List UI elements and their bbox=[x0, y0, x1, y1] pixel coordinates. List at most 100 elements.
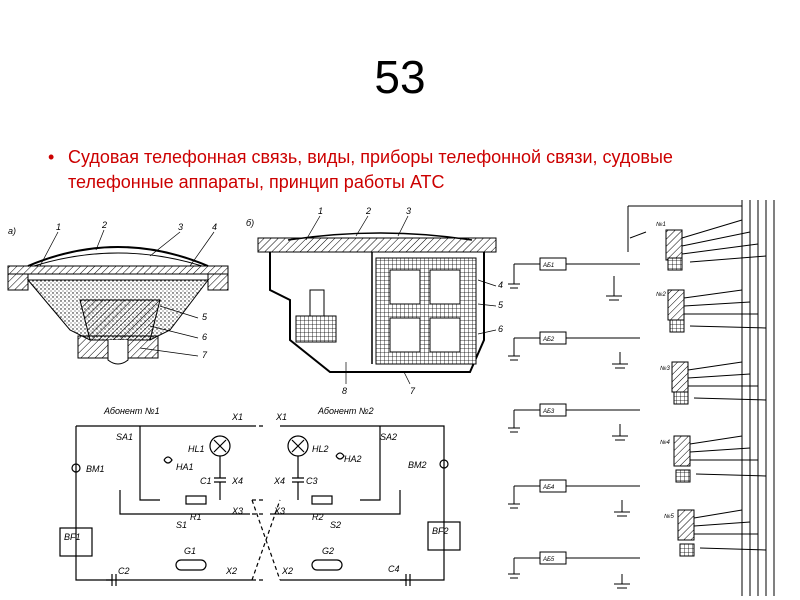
speaker-b-figure: б) 1 2 3 4 5 6 7 8 bbox=[246, 206, 504, 396]
exchange-row-2 bbox=[508, 289, 767, 369]
lbl-c4: C4 bbox=[388, 564, 400, 574]
row4-ab-box bbox=[539, 479, 567, 493]
speaker-b-capacitor bbox=[309, 289, 325, 317]
line-dashed-short bbox=[252, 425, 266, 581]
exchange-selector-label-1: №1 bbox=[656, 221, 666, 228]
speaker-b-callout-8: 8 bbox=[342, 386, 347, 396]
speaker-a-callout-7: 7 bbox=[202, 350, 208, 360]
lbl-x4-right: X4 bbox=[273, 476, 285, 486]
exchange-box-label-5: АБ5 bbox=[542, 557, 555, 563]
row1-wires bbox=[513, 263, 640, 284]
sub1-c2-capacitor bbox=[106, 574, 117, 586]
lbl-sa1: SA1 bbox=[116, 432, 133, 442]
exchange-box-label-2: АБ2 bbox=[542, 337, 555, 343]
row5-contacts bbox=[693, 509, 767, 551]
lbl-hl2: HL2 bbox=[312, 444, 329, 454]
speaker-b-callout-1: 1 bbox=[318, 206, 323, 216]
circuit-component-labels: SA1 BM1 BF1 HL1 HA1 C1 R1 S1 G1 C2 X1 X4… bbox=[64, 412, 449, 576]
lbl-x4-left: X4 bbox=[231, 476, 243, 486]
lbl-c1: C1 bbox=[200, 476, 212, 486]
speaker-a-callouts: 1 2 3 4 5 6 7 bbox=[39, 220, 217, 360]
row4-wires bbox=[513, 485, 640, 504]
exchange-diagram: АБ1 АБ2 АБ3 АБ4 АБ5 №1 №2 №3 №4 №5 bbox=[508, 200, 775, 596]
speaker-b-pole-3 bbox=[389, 317, 421, 353]
speaker-b-panel-label: б) bbox=[246, 218, 254, 228]
lbl-x3-right: X3 bbox=[273, 506, 285, 516]
lbl-bf2: BF2 bbox=[432, 526, 449, 536]
row3-ab-box bbox=[539, 403, 567, 417]
sub2-g2-generator bbox=[311, 559, 343, 571]
speaker-b-leader-2 bbox=[355, 215, 369, 237]
speaker-b-callout-7: 7 bbox=[410, 386, 416, 396]
speaker-a-callout-3: 3 bbox=[178, 222, 183, 232]
exchange-selector-label-5: №5 bbox=[664, 513, 674, 520]
speaker-a-leader-5 bbox=[159, 305, 199, 319]
speaker-b-top-flange bbox=[257, 237, 497, 253]
speaker-b-leader-7 bbox=[403, 371, 411, 385]
row2-ground bbox=[508, 355, 520, 361]
speaker-a-leader-7 bbox=[139, 347, 199, 357]
speaker-a-frame bbox=[7, 265, 229, 275]
speaker-b-leader-5 bbox=[477, 303, 497, 307]
sub2-r2-resistor bbox=[311, 495, 333, 505]
subscriber-1-label: Абонент №1 bbox=[103, 406, 160, 416]
speaker-b-pole-4 bbox=[429, 317, 461, 353]
exchange-box-label-4: АБ4 bbox=[542, 485, 555, 491]
speaker-b-callout-5: 5 bbox=[498, 300, 504, 310]
exchange-selector-label-4: №4 bbox=[660, 439, 670, 446]
speaker-b-pole-1 bbox=[389, 269, 421, 305]
row2-contacts bbox=[683, 289, 767, 329]
row1-ab-box bbox=[539, 257, 567, 271]
sub1-g1-generator bbox=[175, 559, 207, 571]
speaker-a-callout-6: 6 bbox=[202, 332, 207, 342]
row3-wires bbox=[513, 409, 640, 428]
sub1-bm1-mic bbox=[71, 463, 81, 473]
speaker-b-leader-1 bbox=[305, 215, 321, 241]
speaker-b-pole-2 bbox=[429, 269, 461, 305]
exchange-row-3 bbox=[508, 361, 767, 441]
sub2-ha2-bell bbox=[335, 452, 345, 460]
speaker-b-leader-3 bbox=[397, 215, 409, 237]
lbl-bm1: BM1 bbox=[86, 464, 105, 474]
speaker-a-leader-3 bbox=[149, 231, 181, 257]
lbl-c3: C3 bbox=[306, 476, 318, 486]
row2-relay bbox=[669, 319, 685, 333]
row4-relay bbox=[675, 469, 691, 483]
speaker-a-rim-left bbox=[7, 273, 29, 291]
row5-ab-box bbox=[539, 551, 567, 565]
speaker-a-leader-1 bbox=[39, 231, 59, 267]
lbl-g2: G2 bbox=[322, 546, 334, 556]
speaker-b-callout-2: 2 bbox=[365, 206, 371, 216]
exchange-bus bbox=[741, 200, 775, 596]
row3-battery bbox=[612, 424, 628, 441]
sub1-ha1-bell bbox=[163, 456, 173, 464]
speaker-b-callout-3: 3 bbox=[406, 206, 411, 216]
bullet-dot: • bbox=[48, 147, 55, 167]
sub1-outer-loop bbox=[75, 426, 252, 581]
bullet-text: Судовая телефонная связь, виды, приборы … bbox=[68, 147, 673, 192]
row5-relay bbox=[679, 543, 695, 557]
circuit-diagram: Абонент №1 Абонент №2 SA1 bbox=[59, 406, 461, 586]
exchange-box-label-1: АБ1 bbox=[542, 263, 554, 269]
row4-battery bbox=[614, 500, 630, 517]
lbl-x2-left: X2 bbox=[225, 566, 237, 576]
row1-battery bbox=[606, 276, 622, 301]
speaker-b-callouts: 1 2 3 4 5 6 7 8 bbox=[305, 206, 504, 396]
speaker-b-leader-6 bbox=[477, 329, 497, 335]
sub1-s1-wire bbox=[119, 490, 250, 515]
lbl-sa2: SA2 bbox=[380, 432, 397, 442]
speaker-b-transformer bbox=[295, 315, 337, 343]
speaker-a-cone bbox=[33, 252, 203, 267]
speaker-b-diaphragm bbox=[287, 232, 473, 241]
speaker-b-callout-4: 4 bbox=[498, 280, 503, 290]
lbl-x2-right: X2 bbox=[281, 566, 293, 576]
row3-ground bbox=[508, 427, 520, 433]
row1-switch bbox=[629, 231, 647, 239]
sub2-bf2-box bbox=[427, 521, 461, 551]
row3-contacts bbox=[687, 361, 767, 401]
lbl-x1-right: X1 bbox=[275, 412, 287, 422]
lbl-c2: C2 bbox=[118, 566, 130, 576]
row1-contacts bbox=[681, 219, 767, 263]
sub2-outer-loop bbox=[280, 425, 445, 581]
